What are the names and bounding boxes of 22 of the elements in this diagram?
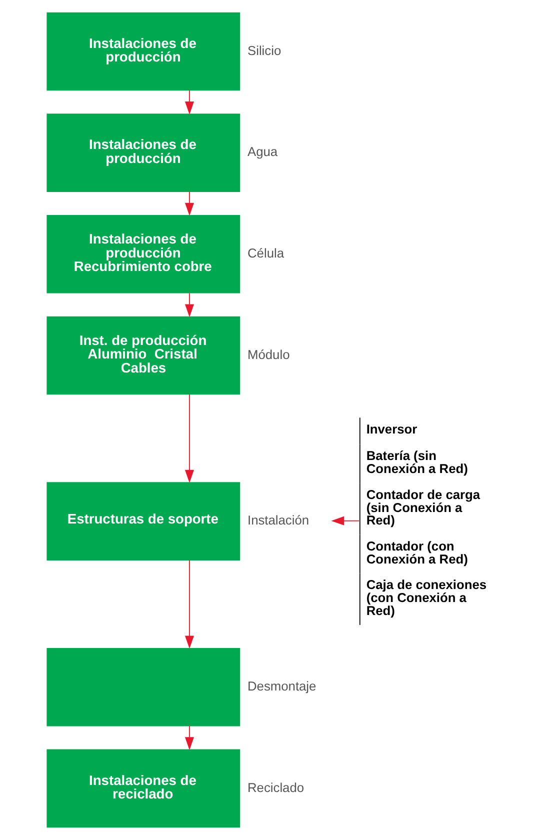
arrow: [184, 90, 194, 114]
node-label: Desmontaje: [247, 678, 316, 694]
node-box: Instalaciones de producción Recubrimiento cobre: [46, 215, 240, 294]
arrow: [184, 191, 194, 216]
node-box: Inst. de producción Aluminio Cristal Cables: [46, 316, 240, 395]
node-label: Agua: [247, 144, 278, 160]
arrow: [184, 726, 194, 750]
node-text: Inversor Batería (sin Conexión a Red) Contador de carga (sin Conexión a Red) Contador (con Conexión a Red) Caja de conexiones (con Conexión a Red): [366, 422, 486, 618]
arrow: [184, 394, 194, 483]
node-box: Instalaciones de producción: [46, 12, 240, 91]
node-label: Silicio: [247, 42, 281, 58]
arrow: [184, 292, 194, 318]
node-label: Célula: [247, 246, 284, 261]
arrow: [184, 560, 194, 649]
node-label: Reciclado: [247, 780, 304, 795]
node-box: Estructuras de soporte: [46, 482, 240, 560]
node-box: [46, 648, 240, 726]
node-label: Módulo: [247, 346, 290, 362]
node-label: Instalación: [247, 512, 309, 528]
arrow: [330, 516, 360, 526]
node-box: Instalaciones de producción: [46, 114, 240, 192]
node-box: Instalaciones de reciclado: [46, 749, 240, 828]
